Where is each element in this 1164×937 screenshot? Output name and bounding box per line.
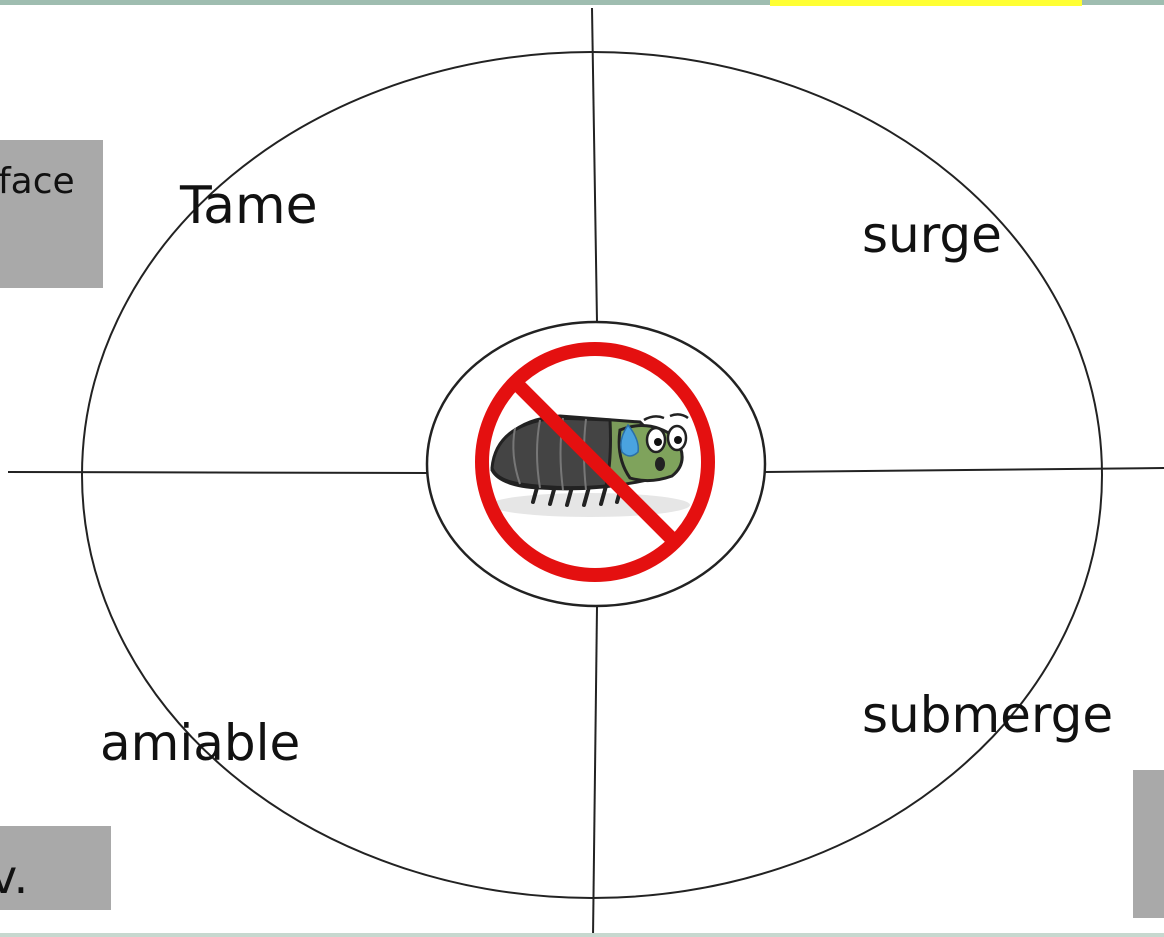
cutoff-box-right-bottom <box>1133 770 1164 918</box>
cutoff-box-left-top: face <box>0 140 103 288</box>
vertical-line-bottom <box>593 607 597 937</box>
word-bottom-right: submerge <box>862 690 1113 740</box>
word-top-right: surge <box>862 210 1002 260</box>
cutoff-text-left-bottom: v. <box>0 854 28 900</box>
word-top-left: Tame <box>180 180 318 232</box>
horizontal-line-left <box>8 472 428 473</box>
bottom-border <box>0 933 1164 937</box>
cutoff-text-left-top: face <box>0 164 75 200</box>
vertical-line-top <box>592 8 597 322</box>
word-bottom-left: amiable <box>100 718 300 768</box>
horizontal-line-right <box>765 468 1164 472</box>
cutoff-box-left-bottom: v. <box>0 826 111 910</box>
